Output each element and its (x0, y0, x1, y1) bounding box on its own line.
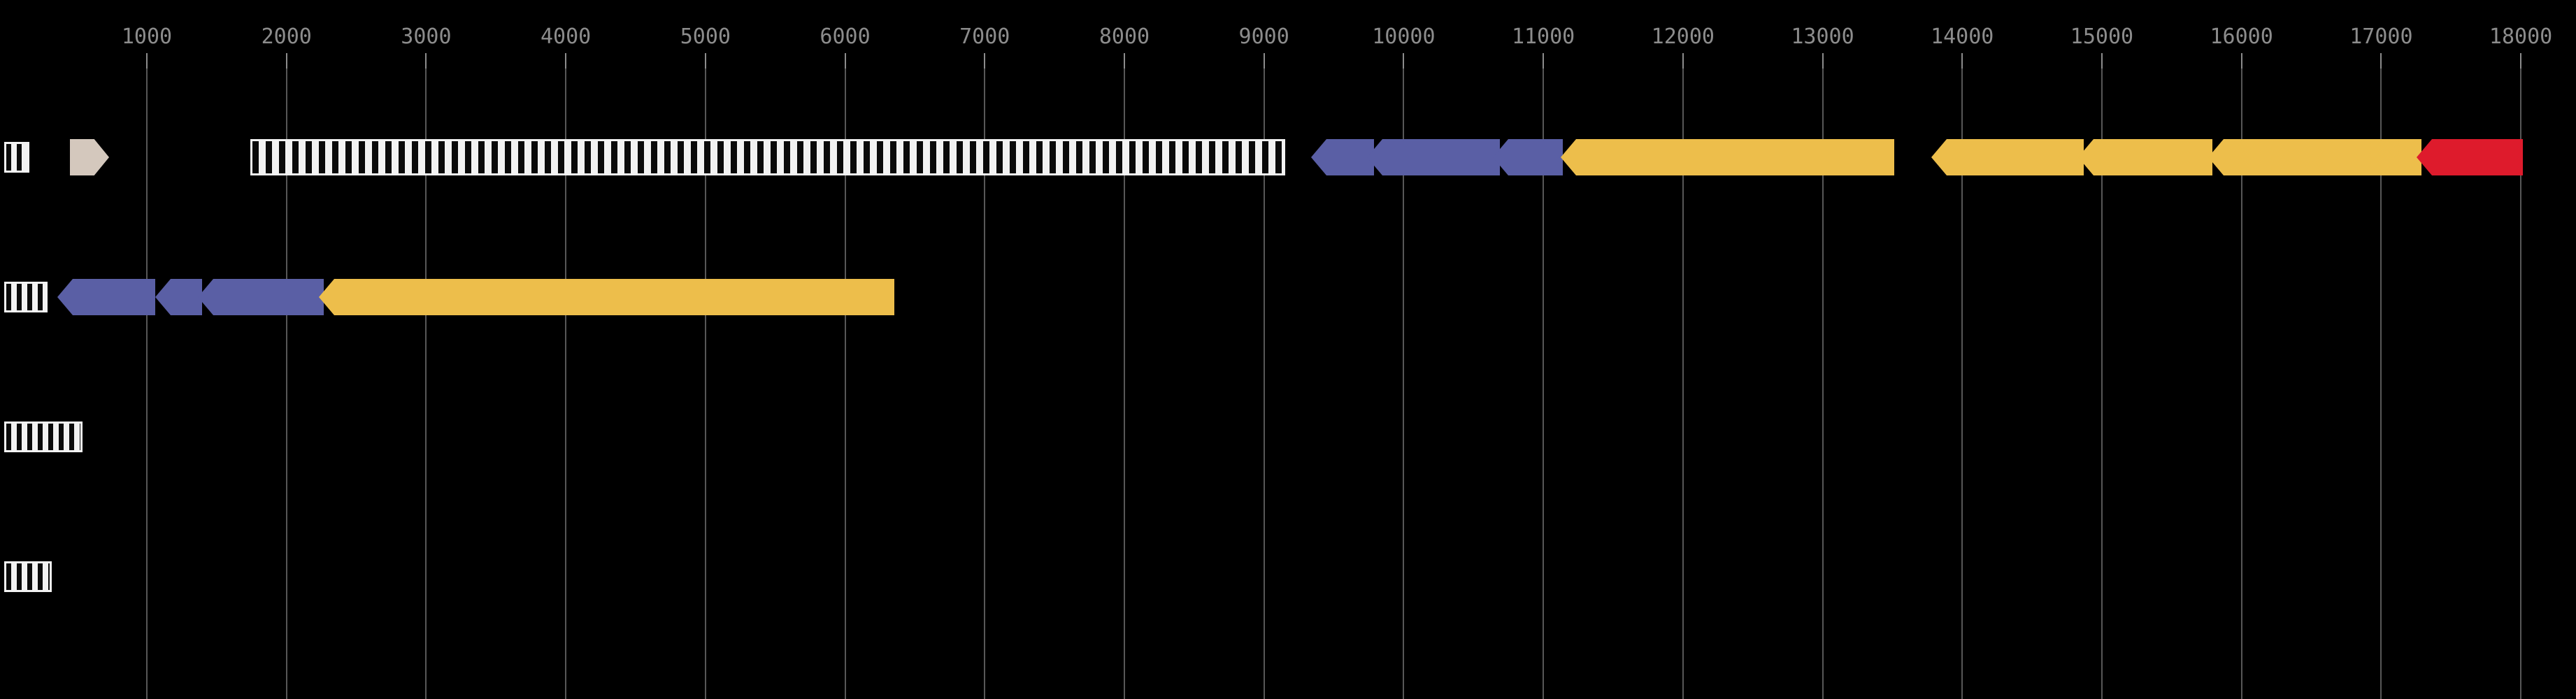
axis-tick-label-7000: 7000 (959, 24, 1010, 49)
feature-blue-5[interactable] (155, 279, 202, 315)
feature-red-1[interactable] (2417, 139, 2523, 175)
axis-tick-label-12000: 12000 (1651, 24, 1715, 49)
axis-tick-label-15000: 15000 (2070, 24, 2134, 49)
track-row-4[interactable] (0, 552, 2576, 601)
axis-tick-label-5000: 5000 (680, 24, 731, 49)
gridline-16000 (2240, 53, 2242, 699)
track-row-3[interactable] (0, 412, 2576, 461)
track-row-1[interactable] (0, 133, 2576, 182)
feature-blue-3[interactable] (1493, 139, 1563, 175)
track-row-2[interactable] (0, 273, 2576, 322)
gridline-10000 (1403, 53, 1405, 699)
axis-tick-label-14000: 14000 (1931, 24, 1994, 49)
axis-tick-label-3000: 3000 (401, 24, 452, 49)
axis-tick-label-4000: 4000 (541, 24, 592, 49)
gridline-17000 (2380, 53, 2382, 699)
gridline-18000 (2520, 53, 2522, 699)
feature-hatched-1[interactable] (250, 139, 1285, 175)
feature-blue-2[interactable] (1367, 139, 1500, 175)
feature-yellow-4[interactable] (2208, 139, 2421, 175)
axis-tick-label-18000: 18000 (2489, 24, 2553, 49)
gridline-6000 (844, 53, 846, 699)
track-label-4 (4, 561, 52, 592)
gridline-1000 (146, 53, 148, 699)
gridline-11000 (1543, 53, 1545, 699)
axis-tick-label-10000: 10000 (1372, 24, 1436, 49)
track-label-3 (4, 421, 83, 452)
axis-tick-label-2000: 2000 (261, 24, 312, 49)
track-label-2 (4, 282, 48, 312)
axis-tick-label-17000: 17000 (2349, 24, 2413, 49)
gridline-4000 (565, 53, 567, 699)
feature-blue-4[interactable] (57, 279, 155, 315)
axis-tick-label-16000: 16000 (2210, 24, 2273, 49)
gridline-12000 (1682, 53, 1684, 699)
play-triangle-marker[interactable] (70, 139, 109, 175)
feature-blue-1[interactable] (1311, 139, 1374, 175)
axis-tick-label-11000: 11000 (1511, 24, 1575, 49)
axis-tick-label-6000: 6000 (820, 24, 871, 49)
feature-yellow-5[interactable] (319, 279, 894, 315)
gridline-7000 (984, 53, 986, 699)
axis-tick-label-13000: 13000 (1791, 24, 1854, 49)
gridline-2000 (285, 53, 287, 699)
axis-tick-label-1000: 1000 (121, 24, 173, 49)
feature-blue-6[interactable] (198, 279, 324, 315)
feature-yellow-1[interactable] (1561, 139, 1894, 175)
gridline-14000 (1961, 53, 1963, 699)
gridline-13000 (1822, 53, 1824, 699)
coordinate-axis: 1000 2000 3000 4000 5000 6000 7000 8000 9000 1000… (0, 0, 2576, 70)
gridline-15000 (2101, 53, 2103, 699)
gridline-9000 (1263, 53, 1265, 699)
axis-tick-label-9000: 9000 (1238, 24, 1289, 49)
feature-yellow-3[interactable] (2078, 139, 2212, 175)
axis-tick-label-8000: 8000 (1099, 24, 1150, 49)
track-label-1 (4, 142, 29, 173)
gridline-8000 (1123, 53, 1125, 699)
gridline-5000 (704, 53, 706, 699)
gridline-3000 (425, 53, 427, 699)
feature-yellow-2[interactable] (1931, 139, 2084, 175)
